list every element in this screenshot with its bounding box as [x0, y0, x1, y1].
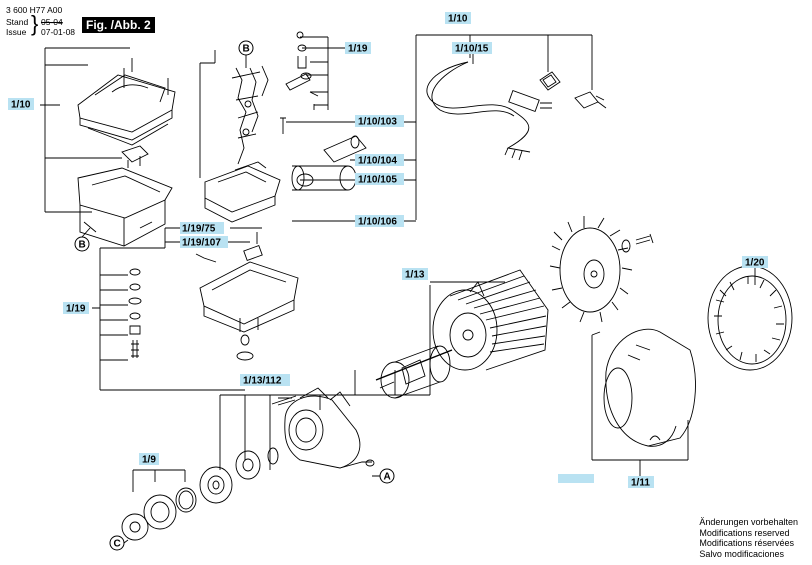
callout-1-19-top: 1/19	[345, 42, 371, 55]
callout-text: 1/10/106	[358, 217, 397, 228]
callout-text: 1/10/105	[358, 175, 397, 186]
callout-1-20: 1/20	[742, 256, 768, 269]
callout-1-10-104: 1/10/104	[355, 154, 404, 167]
marker-b-top: B	[238, 40, 254, 56]
callout-text: 1/19/75	[182, 224, 216, 235]
marker-b-left: B	[74, 236, 90, 252]
callout-text: 1/9	[142, 455, 156, 466]
callout-text: 1/19/107	[182, 238, 221, 249]
marker-letter: B	[243, 44, 250, 55]
callout-1-10-103: 1/10/103	[355, 115, 404, 128]
callout-text: 1/10/103	[358, 117, 397, 128]
callout-1-10-top: 1/10	[445, 12, 471, 25]
callout-1-19-75: 1/19/75	[180, 222, 224, 235]
note-fr: Modifications réservées	[699, 538, 794, 549]
issue-date: 07-01-08	[41, 27, 76, 37]
marker-letter: C	[114, 539, 121, 550]
callout-text: 1/13	[405, 270, 425, 281]
callout-1-10-106: 1/10/106	[355, 215, 404, 228]
callout-1-10-left: 1/10	[8, 98, 34, 111]
marker-letter: A	[384, 472, 391, 483]
stand-date: 05-04	[41, 17, 63, 27]
callout-text: 1/13/112	[243, 376, 282, 387]
note-en: Modifications reserved	[699, 527, 790, 538]
empty-highlight-box	[558, 474, 594, 483]
callout-1-10-15: 1/10/15	[452, 42, 492, 55]
bracket-glyph: }	[31, 11, 39, 36]
callout-text: 1/10	[448, 14, 468, 25]
callout-text: 1/11	[631, 478, 650, 489]
callout-labels: 1/10 1/10/15 1/19 1/10 1/10/103 1/10/104…	[8, 12, 768, 489]
callout-1-10-105: 1/10/105	[355, 173, 404, 186]
document-number: 3 600 H77 A00	[6, 5, 63, 15]
note-de: Änderungen vorbehalten	[699, 517, 798, 527]
callout-1-11: 1/11	[628, 476, 654, 489]
marker-a: A	[379, 468, 395, 484]
callout-text: 1/19	[66, 304, 86, 315]
callout-1-9: 1/9	[139, 453, 159, 466]
note-es: Salvo modificaciones	[699, 548, 784, 559]
marker-c: C	[109, 535, 125, 551]
callout-1-19-107: 1/19/107	[180, 236, 228, 249]
callout-1-13-112: 1/13/112	[240, 374, 290, 387]
stand-label: Stand	[6, 17, 29, 27]
callout-text: 1/19	[348, 44, 368, 55]
issue-label: Issue	[6, 27, 27, 37]
callout-text: 1/20	[745, 258, 765, 269]
callout-1-13: 1/13	[402, 268, 428, 281]
callout-text: 1/10	[11, 100, 31, 111]
callout-text: 1/10/104	[358, 156, 397, 167]
callout-text: 1/10/15	[455, 44, 489, 55]
callout-1-19-left: 1/19	[63, 302, 89, 315]
marker-letter: B	[79, 240, 86, 251]
figure-label: Fig. /Abb. 2	[82, 17, 155, 33]
modification-notes: Änderungen vorbehalten Modifications res…	[699, 517, 798, 559]
